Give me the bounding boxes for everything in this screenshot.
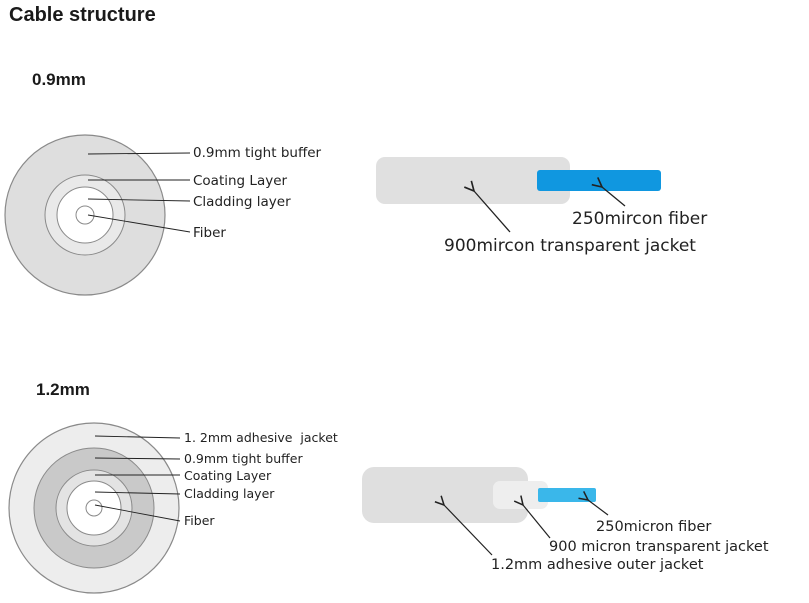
label-900-jacket: 900 micron transparent jacket xyxy=(549,539,769,555)
label-cladding-layer: Cladding layer xyxy=(193,194,291,210)
transparent-jacket-segment xyxy=(493,481,548,509)
adhesive-outer-jacket-body xyxy=(362,467,528,523)
leader-fiber xyxy=(87,214,191,233)
section-heading-0-9mm: 0.9mm xyxy=(32,70,86,89)
label-tight-buffer: 0.9mm tight buffer xyxy=(184,451,303,466)
side-view-0-9mm: 250mircon fiber 900mircon transparent ja… xyxy=(376,157,707,256)
leader-fiber xyxy=(94,504,181,522)
leader-cladding-layer xyxy=(94,491,181,495)
label-250-fiber: 250mircon fiber xyxy=(572,209,707,229)
leader-tight-buffer xyxy=(87,152,191,155)
label-900-jacket: 900mircon transparent jacket xyxy=(444,236,696,256)
page-title: Cable structure xyxy=(9,4,156,26)
label-adhesive-jacket: 1. 2mm adhesive jacket xyxy=(184,430,338,445)
label-coating-layer: Coating Layer xyxy=(193,173,288,189)
leader-adhesive-jacket xyxy=(94,435,181,439)
transparent-jacket-body xyxy=(376,157,570,204)
label-outer-jacket: 1.2mm adhesive outer jacket xyxy=(491,557,704,573)
section-heading-1-2mm: 1.2mm xyxy=(36,380,90,399)
cross-section-1-2mm: 1. 2mm adhesive jacket 0.9mm tight buffe… xyxy=(8,422,338,594)
fiber-core-circle xyxy=(75,205,95,225)
arrow-250-fiber xyxy=(602,187,626,207)
label-coating-layer: Coating Layer xyxy=(184,468,272,483)
arrow-250-fiber xyxy=(588,500,609,516)
label-tight-buffer: 0.9mm tight buffer xyxy=(193,145,322,161)
side-view-1-2mm: 250micron fiber 900 micron transparent j… xyxy=(362,467,769,573)
fiber-core-circle xyxy=(85,499,103,517)
label-fiber: Fiber xyxy=(193,225,226,241)
leader-cladding-layer xyxy=(87,198,191,202)
label-cladding-layer: Cladding layer xyxy=(184,486,275,501)
label-250-fiber: 250micron fiber xyxy=(596,519,711,535)
fiber-250-segment xyxy=(537,170,661,191)
cross-section-0-9mm: 0.9mm tight buffer Coating Layer Claddin… xyxy=(4,134,322,296)
label-fiber: Fiber xyxy=(184,513,215,528)
leader-tight-buffer xyxy=(94,457,181,460)
fiber-250-segment xyxy=(538,488,596,502)
arrow-900-jacket xyxy=(474,191,511,233)
arrow-outer-jacket xyxy=(444,505,493,556)
arrow-900-jacket xyxy=(523,505,551,539)
